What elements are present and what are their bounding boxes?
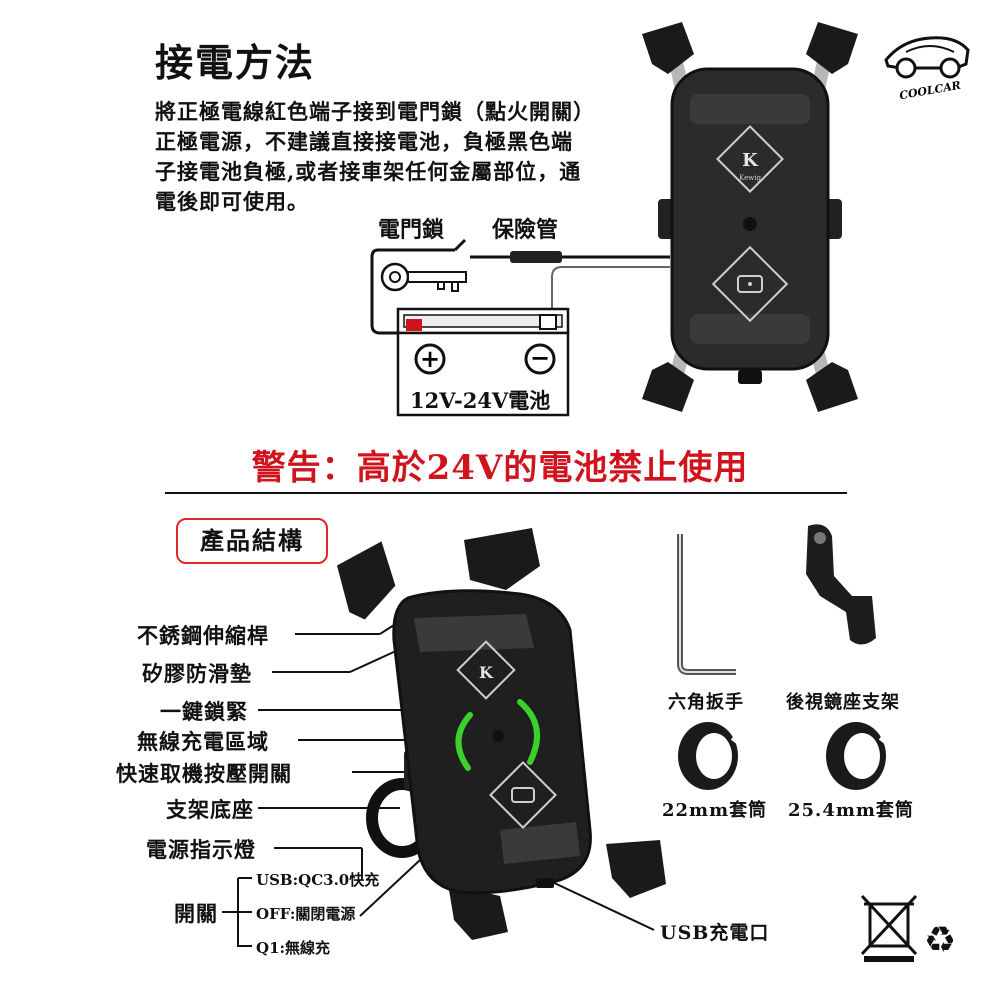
switch-mode-q1: Q1:無線充 bbox=[256, 939, 331, 957]
battery-plus-sign: + bbox=[420, 344, 440, 373]
label-base: 支架底座 bbox=[166, 797, 254, 822]
recycle-icon: ♻ bbox=[924, 920, 956, 961]
wiring-paragraph-line-3: 子接電池負極,或者接車架任何金屬部位，通 bbox=[155, 159, 582, 184]
wiring-diagram: + − bbox=[370, 238, 670, 417]
structure-section-title: 產品結構 bbox=[176, 518, 328, 564]
battery-label: 12V-24V電池 bbox=[410, 388, 551, 413]
svg-text:♻: ♻ bbox=[924, 920, 956, 961]
wiring-title: 接電方法 bbox=[155, 41, 316, 85]
switch-mode-off: OFF:關閉電源 bbox=[256, 905, 356, 923]
label-one-key-lock: 一鍵鎖緊 bbox=[160, 699, 248, 724]
wiring-paragraph-line-4: 電後即可使用。 bbox=[155, 189, 309, 214]
accessory-sleeve-254: 25.4mm套筒 bbox=[788, 800, 914, 821]
coolcar-logo: COOLCAR bbox=[884, 36, 970, 100]
label-wireless-charging-area: 無線充電區域 bbox=[137, 729, 269, 754]
weee-bin-icon bbox=[860, 894, 918, 962]
phone-holder-top-illustration: K Kewig bbox=[642, 22, 858, 412]
battery-minus-sign: − bbox=[530, 343, 550, 372]
wiring-paragraph-line-2: 正極電源，不建議直接接電池，負極黑色端 bbox=[155, 129, 573, 154]
label-usb-port: USB充電口 bbox=[660, 922, 770, 944]
mirror-mount-illustration bbox=[806, 524, 876, 645]
svg-text:K: K bbox=[742, 150, 759, 171]
wiring-paragraph-line-1: 將正極電線紅色端子接到電門鎖（點火開關） bbox=[155, 99, 595, 124]
accessory-hex-wrench: 六角扳手 bbox=[668, 692, 744, 713]
ignition-label: 電門鎖 bbox=[378, 217, 445, 243]
switch-mode-usb: USB:QC3.0快充 bbox=[256, 871, 380, 889]
label-telescopic-rod: 不銹鋼伸縮桿 bbox=[137, 623, 269, 648]
sleeve-22-illustration bbox=[678, 722, 742, 790]
accessory-sleeve-22: 22mm套筒 bbox=[662, 800, 768, 821]
label-quick-release-switch: 快速取機按壓開關 bbox=[116, 761, 292, 786]
svg-text:K: K bbox=[479, 663, 494, 682]
phone-holder-bottom-illustration: K bbox=[336, 528, 666, 940]
product-logo-text: Kewig bbox=[739, 174, 761, 182]
hex-wrench-illustration bbox=[677, 534, 736, 675]
section-divider bbox=[165, 492, 847, 494]
label-antislip-pad: 矽膠防滑墊 bbox=[142, 661, 252, 686]
label-switch: 開關 bbox=[174, 901, 218, 926]
warning-text: 警告：高於24V的電池禁止使用 bbox=[251, 448, 749, 488]
sleeve-254-illustration bbox=[826, 722, 890, 790]
coolcar-logo-text: COOLCAR bbox=[898, 79, 961, 100]
battery-icon: + − bbox=[396, 307, 570, 417]
structure-diagram: K ♻ bbox=[222, 524, 956, 962]
fuse-label: 保險管 bbox=[492, 217, 559, 243]
accessory-mirror-mount: 後視鏡座支架 bbox=[786, 692, 900, 713]
label-power-indicator: 電源指示燈 bbox=[146, 837, 256, 862]
key-icon bbox=[380, 262, 467, 292]
